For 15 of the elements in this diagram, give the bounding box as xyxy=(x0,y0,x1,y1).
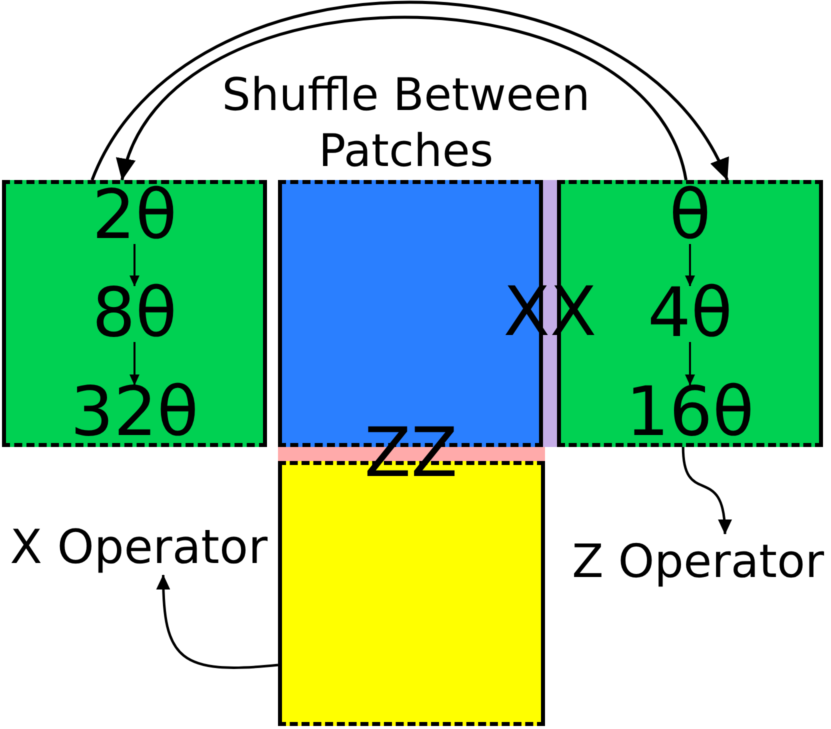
arrow xyxy=(685,342,695,386)
angle-label: 2θ xyxy=(92,188,177,244)
leader-arrow xyxy=(682,446,732,534)
angle-label: 16θ xyxy=(626,385,754,441)
arrow xyxy=(685,244,695,286)
operator-name-label: X Operator xyxy=(10,521,268,575)
operator-name-label: Z Operator xyxy=(572,534,824,588)
qubit-patch xyxy=(2,180,267,447)
angle-label: θ xyxy=(669,188,711,244)
angle-label: 8θ xyxy=(92,286,177,342)
arrow xyxy=(130,342,140,386)
angle-label: 32θ xyxy=(70,385,199,441)
angle-label: 4θ xyxy=(648,286,732,342)
arrow xyxy=(130,244,140,286)
leader-arrow xyxy=(156,574,278,669)
